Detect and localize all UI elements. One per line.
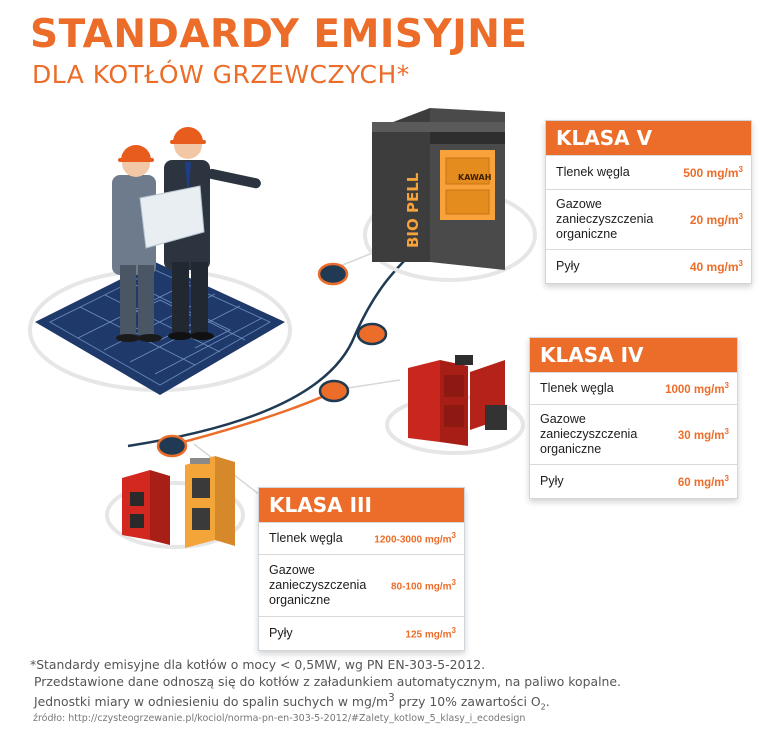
table-row: Tlenek węgla 500 mg/m3 <box>546 155 751 189</box>
card-klasa-iii: KLASA III Tlenek węgla 1200-3000 mg/m3 G… <box>258 487 465 651</box>
row-label: Gazowe zanieczyszczenia organiczne <box>540 412 638 456</box>
row-label: Pyły <box>556 259 580 273</box>
engineers-figure <box>112 127 261 342</box>
row-value: 40 mg/m3 <box>689 259 743 274</box>
table-row: Gazowe zanieczyszczenia organiczne 80-10… <box>259 554 464 616</box>
boiler-class-iv <box>385 355 525 455</box>
boiler-class-v: BIO PELL KAWAH <box>363 108 537 282</box>
row-label: Gazowe zanieczyszczenia organiczne <box>269 563 367 607</box>
card-klasa-iv-title: KLASA IV <box>530 338 737 372</box>
table-row: Pyły 40 mg/m3 <box>546 249 751 283</box>
boiler-brand-kawah: KAWAH <box>458 173 491 182</box>
footnote-line: *Standardy emisyjne dla kotłów o mocy < … <box>30 657 486 672</box>
row-label: Pyły <box>540 474 564 488</box>
table-row: Pyły 125 mg/m3 <box>259 616 464 650</box>
boiler-class-iii <box>105 456 245 549</box>
row-value: 500 mg/m3 <box>683 165 743 180</box>
table-row: Gazowe zanieczyszczenia organiczne 30 mg… <box>530 404 737 464</box>
row-label: Tlenek węgla <box>556 165 630 179</box>
row-label: Pyły <box>269 626 293 640</box>
row-value: 20 mg/m3 <box>689 212 743 227</box>
boiler-brand-bio-pell: BIO PELL <box>404 172 422 248</box>
timeline-arc <box>127 249 411 496</box>
row-value: 60 mg/m3 <box>677 474 729 489</box>
row-value: 80-100 mg/m3 <box>390 578 456 593</box>
table-row: Gazowe zanieczyszczenia organiczne 20 mg… <box>546 189 751 249</box>
row-value: 125 mg/m3 <box>405 626 456 641</box>
row-label: Gazowe zanieczyszczenia organiczne <box>556 197 654 241</box>
card-klasa-iv: KLASA IV Tlenek węgla 1000 mg/m3 Gazowe … <box>529 337 738 499</box>
page-subtitle: DLA KOTŁÓW GRZEWCZYCH* <box>32 60 410 89</box>
footnote-line: Przedstawione dane odnoszą się do kotłów… <box>34 674 621 689</box>
table-row: Tlenek węgla 1200-3000 mg/m3 <box>259 522 464 554</box>
blueprint-platform <box>28 262 292 395</box>
footnote: *Standardy emisyjne dla kotłów o mocy < … <box>30 656 770 716</box>
card-klasa-v-title: KLASA V <box>546 121 751 155</box>
row-value: 1200-3000 mg/m3 <box>374 531 456 546</box>
page-title: STANDARDY EMISYJNE <box>30 12 528 57</box>
footnote-line: Jednostki miary w odniesieniu do spalin … <box>34 692 550 712</box>
card-klasa-v: KLASA V Tlenek węgla 500 mg/m3 Gazowe za… <box>545 120 752 284</box>
table-row: Tlenek węgla 1000 mg/m3 <box>530 372 737 404</box>
row-value: 1000 mg/m3 <box>665 381 729 396</box>
source-link[interactable]: źródło: http://czysteogrzewanie.pl/kocio… <box>33 713 526 724</box>
table-row: Pyły 60 mg/m3 <box>530 464 737 498</box>
row-label: Tlenek węgla <box>269 531 343 545</box>
row-value: 30 mg/m3 <box>677 427 729 442</box>
row-label: Tlenek węgla <box>540 381 614 395</box>
card-klasa-iii-title: KLASA III <box>259 488 464 522</box>
